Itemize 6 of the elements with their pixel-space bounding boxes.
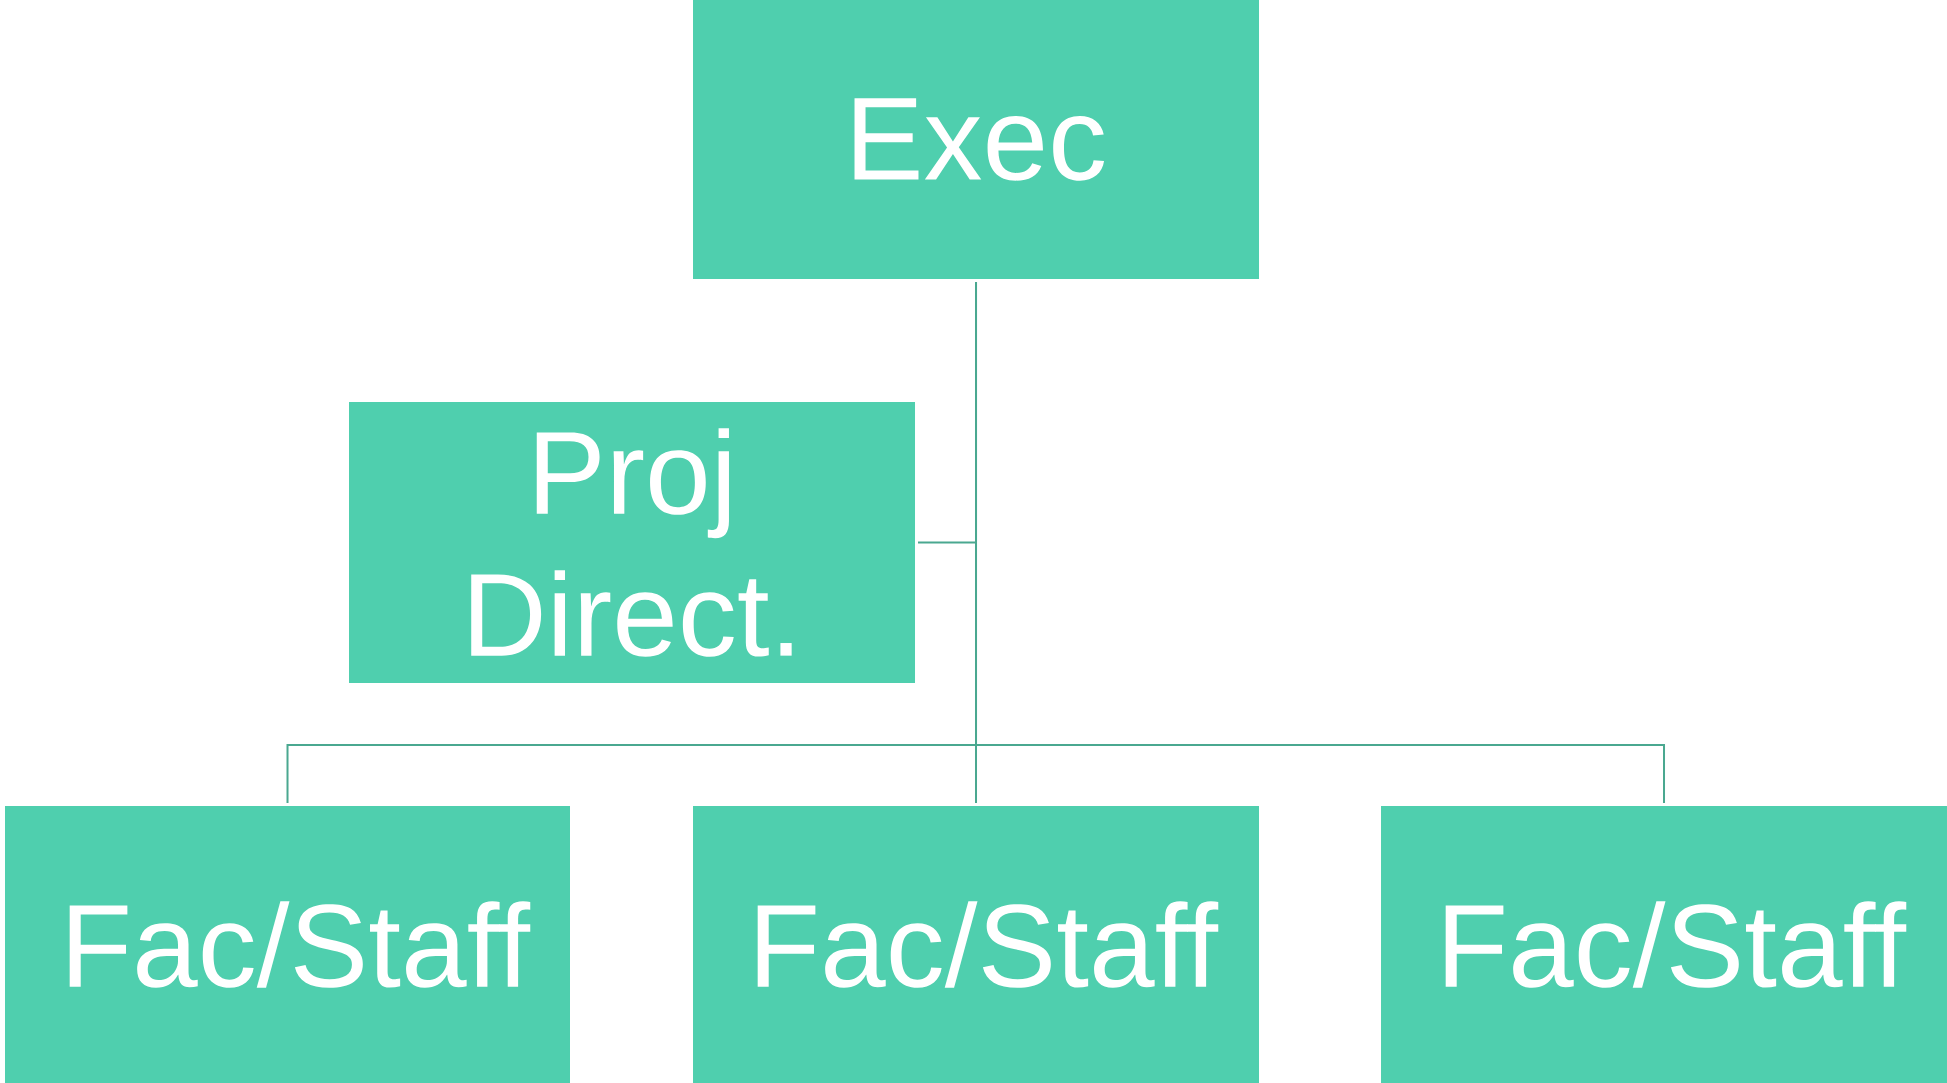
connector-line: [975, 281, 1665, 804]
org-box: Exec: [693, 0, 1259, 279]
org-box: Fac/Staff: [5, 806, 570, 1083]
org-box: Fac/Staff: [1381, 806, 1947, 1083]
org-box: Proj Direct.: [349, 402, 915, 683]
org-box: Fac/Staff: [693, 806, 1259, 1083]
